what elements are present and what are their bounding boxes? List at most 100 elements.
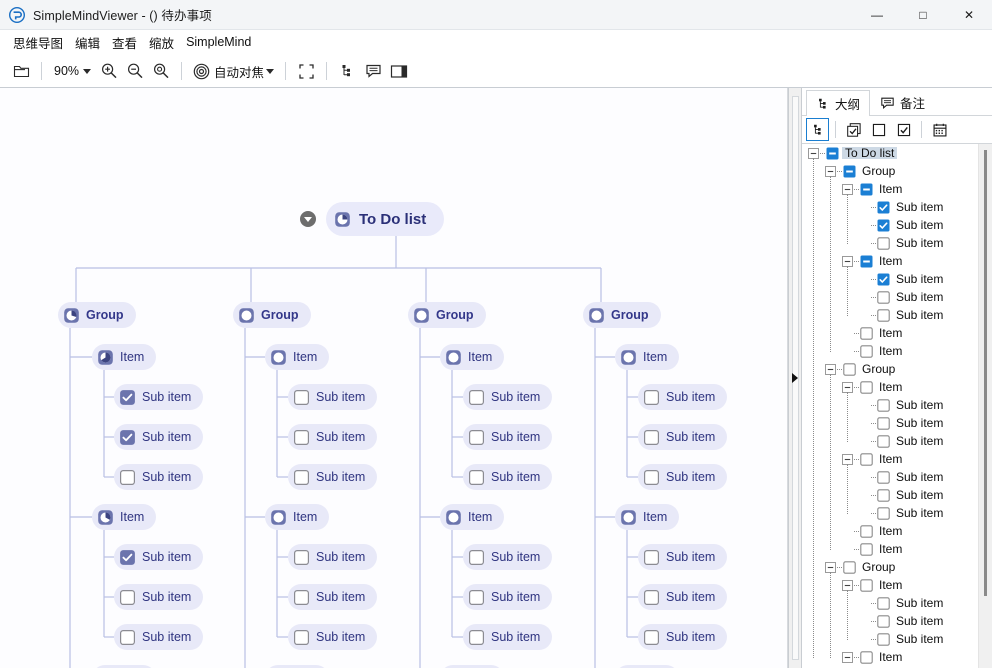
empty-checkbox-icon[interactable] xyxy=(468,389,485,406)
empty-checkbox-icon[interactable] xyxy=(643,389,660,406)
outline-tree-row[interactable]: Sub item xyxy=(802,414,974,432)
side-panel-icon[interactable] xyxy=(386,58,412,84)
maximize-button[interactable]: □ xyxy=(919,8,927,22)
check-all-button[interactable] xyxy=(842,118,865,141)
calendar-button[interactable] xyxy=(928,118,951,141)
mindmap-subitem-node-1-2-3[interactable]: Sub item xyxy=(114,624,204,650)
empty-checkbox-icon[interactable] xyxy=(119,469,136,486)
panel-splitter[interactable] xyxy=(788,88,802,668)
mindmap-group-node-2[interactable]: Group xyxy=(233,302,311,328)
outline-tree-row[interactable]: Sub item xyxy=(802,630,974,648)
mindmap-subitem-node-4-2-2[interactable]: Sub item xyxy=(638,584,728,610)
outline-tree-row[interactable]: Item xyxy=(802,378,974,396)
outline-tree-row[interactable]: Item xyxy=(802,648,974,666)
mindmap-item-node-4-1[interactable]: Item xyxy=(615,344,680,370)
outline-tree-row[interactable]: Item xyxy=(802,522,974,540)
empty-checkbox-icon[interactable] xyxy=(877,416,890,430)
menu-simplemind[interactable]: SimpleMind xyxy=(186,35,252,49)
outline-tree-row[interactable]: Sub item xyxy=(802,270,974,288)
empty-checkbox-icon[interactable] xyxy=(877,470,890,484)
mindmap-item-node-2-3[interactable]: Item xyxy=(265,665,330,668)
mindmap-item-node-1-2[interactable]: Item xyxy=(92,504,157,530)
mindmap-subitem-node-3-1-1[interactable]: Sub item xyxy=(463,384,553,410)
autofocus-button[interactable]: 自动对焦 xyxy=(189,58,278,84)
fullscreen-icon[interactable] xyxy=(293,58,319,84)
empty-checkbox-icon[interactable] xyxy=(843,560,856,574)
uncheck-button[interactable] xyxy=(867,118,890,141)
empty-checkbox-icon[interactable] xyxy=(468,629,485,646)
empty-checkbox-icon[interactable] xyxy=(119,629,136,646)
mindmap-subitem-node-1-1-2[interactable]: Sub item xyxy=(114,424,204,450)
empty-checkbox-icon[interactable] xyxy=(293,549,310,566)
menu-edit[interactable]: 编辑 xyxy=(75,36,101,51)
tree-expander-collapse-icon[interactable] xyxy=(842,579,853,591)
outline-tree-row[interactable]: Group xyxy=(802,162,974,180)
mindmap-subitem-node-4-1-2[interactable]: Sub item xyxy=(638,424,728,450)
empty-checkbox-icon[interactable] xyxy=(877,236,890,250)
mindmap-item-node-1-1[interactable]: Item xyxy=(92,344,157,370)
mindmap-item-node-3-2[interactable]: Item xyxy=(440,504,505,530)
progress-pie-icon[interactable] xyxy=(97,349,114,366)
tree-expander-collapse-icon[interactable] xyxy=(808,147,819,159)
empty-checkbox-icon[interactable] xyxy=(293,629,310,646)
tree-expander-collapse-icon[interactable] xyxy=(825,561,836,573)
progress-pie-icon[interactable] xyxy=(413,307,430,324)
mindmap-item-node-3-3[interactable]: Item xyxy=(440,665,505,668)
mindmap-subitem-node-4-2-1[interactable]: Sub item xyxy=(638,544,728,570)
mindmap-group-node-3[interactable]: Group xyxy=(408,302,486,328)
outline-tree-row[interactable]: Sub item xyxy=(802,594,974,612)
empty-checkbox-icon[interactable] xyxy=(877,632,890,646)
outline-tree-row[interactable]: Item xyxy=(802,324,974,342)
mindmap-subitem-node-2-1-1[interactable]: Sub item xyxy=(288,384,378,410)
collapse-panel-arrow-icon[interactable] xyxy=(792,373,798,383)
outline-scrollbar-thumb[interactable] xyxy=(984,150,987,596)
progress-pie-icon[interactable] xyxy=(445,349,462,366)
progress-pie-icon[interactable] xyxy=(270,509,287,526)
empty-checkbox-icon[interactable] xyxy=(860,578,873,592)
menu-zoom[interactable]: 缩放 xyxy=(149,36,175,51)
partial-checkbox-icon[interactable] xyxy=(860,255,873,268)
empty-checkbox-icon[interactable] xyxy=(860,650,873,664)
mindmap-group-node-1[interactable]: Group xyxy=(58,302,136,328)
outline-tree-row[interactable]: Sub item xyxy=(802,234,974,252)
checked-checkbox-icon[interactable] xyxy=(877,219,890,232)
outline-tree-row[interactable]: Item xyxy=(802,180,974,198)
empty-checkbox-icon[interactable] xyxy=(468,549,485,566)
empty-checkbox-icon[interactable] xyxy=(468,469,485,486)
outline-tree-row[interactable]: Item xyxy=(802,540,974,558)
menu-mindmap[interactable]: 思维导图 xyxy=(13,36,64,51)
empty-checkbox-icon[interactable] xyxy=(643,469,660,486)
empty-checkbox-icon[interactable] xyxy=(877,506,890,520)
minimize-button[interactable]: — xyxy=(871,8,883,22)
mindmap-item-node-3-1[interactable]: Item xyxy=(440,344,505,370)
empty-checkbox-icon[interactable] xyxy=(877,434,890,448)
outline-view-button[interactable] xyxy=(806,118,829,141)
outline-icon[interactable] xyxy=(334,58,360,84)
outline-tree-row[interactable]: Sub item xyxy=(802,504,974,522)
tree-expander-collapse-icon[interactable] xyxy=(842,651,853,663)
mindmap-subitem-node-4-1-3[interactable]: Sub item xyxy=(638,464,728,490)
mindmap-subitem-node-1-1-1[interactable]: Sub item xyxy=(114,384,204,410)
checked-checkbox-icon[interactable] xyxy=(877,201,890,214)
empty-checkbox-icon[interactable] xyxy=(293,589,310,606)
partial-checkbox-icon[interactable] xyxy=(826,147,839,160)
mindmap-subitem-node-3-1-2[interactable]: Sub item xyxy=(463,424,553,450)
empty-checkbox-icon[interactable] xyxy=(468,589,485,606)
zoom-fit-icon[interactable] xyxy=(148,58,174,84)
outline-tree-row[interactable]: Sub item xyxy=(802,612,974,630)
empty-checkbox-icon[interactable] xyxy=(293,389,310,406)
empty-checkbox-icon[interactable] xyxy=(119,589,136,606)
tree-expander-collapse-icon[interactable] xyxy=(842,453,853,465)
notes-icon[interactable] xyxy=(360,58,386,84)
empty-checkbox-icon[interactable] xyxy=(860,344,873,358)
tree-expander-collapse-icon[interactable] xyxy=(825,165,836,177)
outline-tree-row[interactable]: Item xyxy=(802,252,974,270)
tree-expander-collapse-icon[interactable] xyxy=(842,255,853,267)
outline-tree-row[interactable]: Sub item xyxy=(802,486,974,504)
menu-view[interactable]: 查看 xyxy=(112,36,138,51)
mindmap-subitem-node-1-1-3[interactable]: Sub item xyxy=(114,464,204,490)
empty-checkbox-icon[interactable] xyxy=(643,589,660,606)
open-folder-icon[interactable] xyxy=(8,58,34,84)
